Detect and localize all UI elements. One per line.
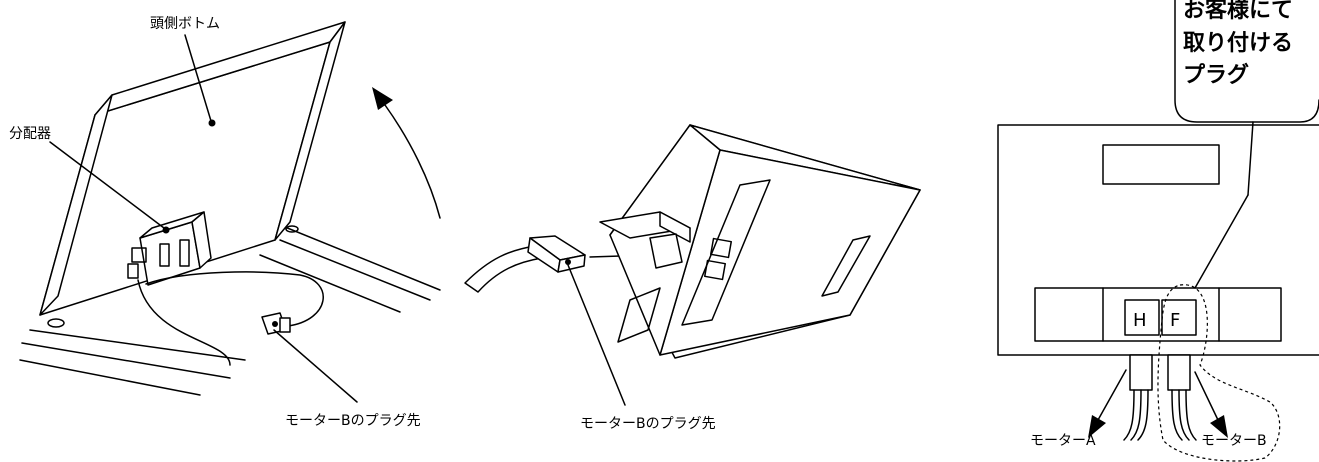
label-motor-a: モーターA <box>1030 433 1096 449</box>
leader-plug-left <box>273 329 358 403</box>
motor-cables <box>1123 354 1197 441</box>
customer-plug-callout: お客様にて 取り付ける プラグ <box>1174 0 1319 196</box>
callout-line2: 取り付ける <box>1183 31 1293 56</box>
head-bottom-board <box>19 21 441 396</box>
motor-b-plug-left <box>261 312 291 335</box>
distributor-box <box>127 211 212 286</box>
label-plug-b-middle: モーターBのプラグ先 <box>580 416 716 432</box>
distributor-large <box>599 124 921 359</box>
cable-left <box>137 271 324 366</box>
leader-distributor <box>49 141 165 229</box>
slot-h-label: H <box>1133 310 1147 331</box>
label-plug-b-left: モーターBのプラグ先 <box>285 413 421 429</box>
distributor-front: H F <box>997 124 1319 356</box>
slot-h <box>1124 299 1160 336</box>
slot-f <box>1161 299 1197 336</box>
leader-head-bottom <box>184 34 212 122</box>
label-motor-b: モーターB <box>1201 433 1267 449</box>
callout-line3: プラグ <box>1183 62 1249 88</box>
motor-b-highlight <box>1157 284 1281 462</box>
motor-b-plug-middle <box>527 235 586 273</box>
arrow-motor-b <box>1194 371 1228 438</box>
slot-f-label: F <box>1170 310 1180 331</box>
label-distributor: 分配器 <box>9 126 51 142</box>
label-head-bottom: 頭側ボトム <box>150 16 220 32</box>
leader-plug-middle <box>567 264 626 406</box>
rotate-arrow <box>372 87 441 219</box>
arrow-motor-a <box>1088 369 1127 438</box>
callout-line1: お客様にて <box>1183 0 1293 23</box>
